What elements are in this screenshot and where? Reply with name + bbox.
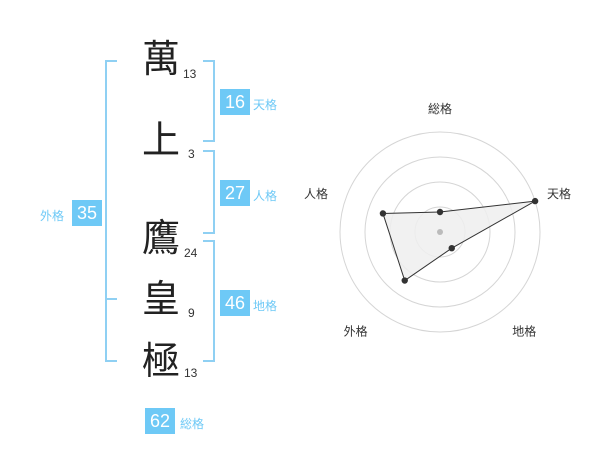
- chikaku-bracket: [203, 240, 215, 362]
- gaikaku-value: 35: [72, 200, 102, 226]
- radar-axis-label: 外格: [344, 324, 368, 339]
- tenkaku-value: 16: [220, 89, 250, 115]
- radar-axis-label: 地格: [512, 324, 536, 339]
- gaikaku-divider: [105, 298, 117, 300]
- name-char-3: 鷹: [142, 216, 181, 260]
- radar-axis-label: 総格: [428, 101, 452, 116]
- radar-point: [448, 244, 455, 252]
- stroke-count-3: 24: [184, 246, 198, 260]
- soukaku-label: 総格: [180, 417, 205, 431]
- radar-series-area: [382, 200, 536, 282]
- radar-point: [401, 277, 408, 284]
- radar-axis-label: 天格: [547, 186, 571, 201]
- name-char-5: 極: [142, 339, 181, 383]
- radar-point: [531, 197, 539, 205]
- name-char-1: 萬: [142, 37, 181, 81]
- jinkaku-value: 27: [220, 180, 250, 206]
- tenkaku-label: 天格: [253, 98, 278, 112]
- gaikaku-label: 外格: [40, 209, 65, 223]
- chikaku-label: 地格: [253, 299, 278, 313]
- radar-axis-label: 人格: [304, 186, 328, 201]
- tenkaku-bracket: [203, 60, 215, 142]
- stroke-count-2: 3: [188, 147, 195, 161]
- radar-grid-ring: [364, 156, 516, 308]
- radar-point: [379, 210, 387, 217]
- soukaku-value: 62: [145, 408, 175, 434]
- radar-grid-ring: [339, 131, 541, 333]
- chikaku-value: 46: [220, 290, 250, 316]
- jinkaku-bracket: [203, 150, 215, 234]
- name-char-2: 上: [142, 118, 181, 162]
- gaikaku-bracket: [105, 60, 117, 362]
- stroke-count-5: 13: [184, 366, 198, 380]
- stroke-count-1: 13: [183, 67, 197, 81]
- name-char-4: 皇: [142, 277, 181, 321]
- stroke-count-4: 9: [188, 306, 195, 320]
- radar-center-dot: [437, 229, 443, 235]
- radar-point: [436, 208, 444, 216]
- jinkaku-label: 人格: [253, 189, 278, 203]
